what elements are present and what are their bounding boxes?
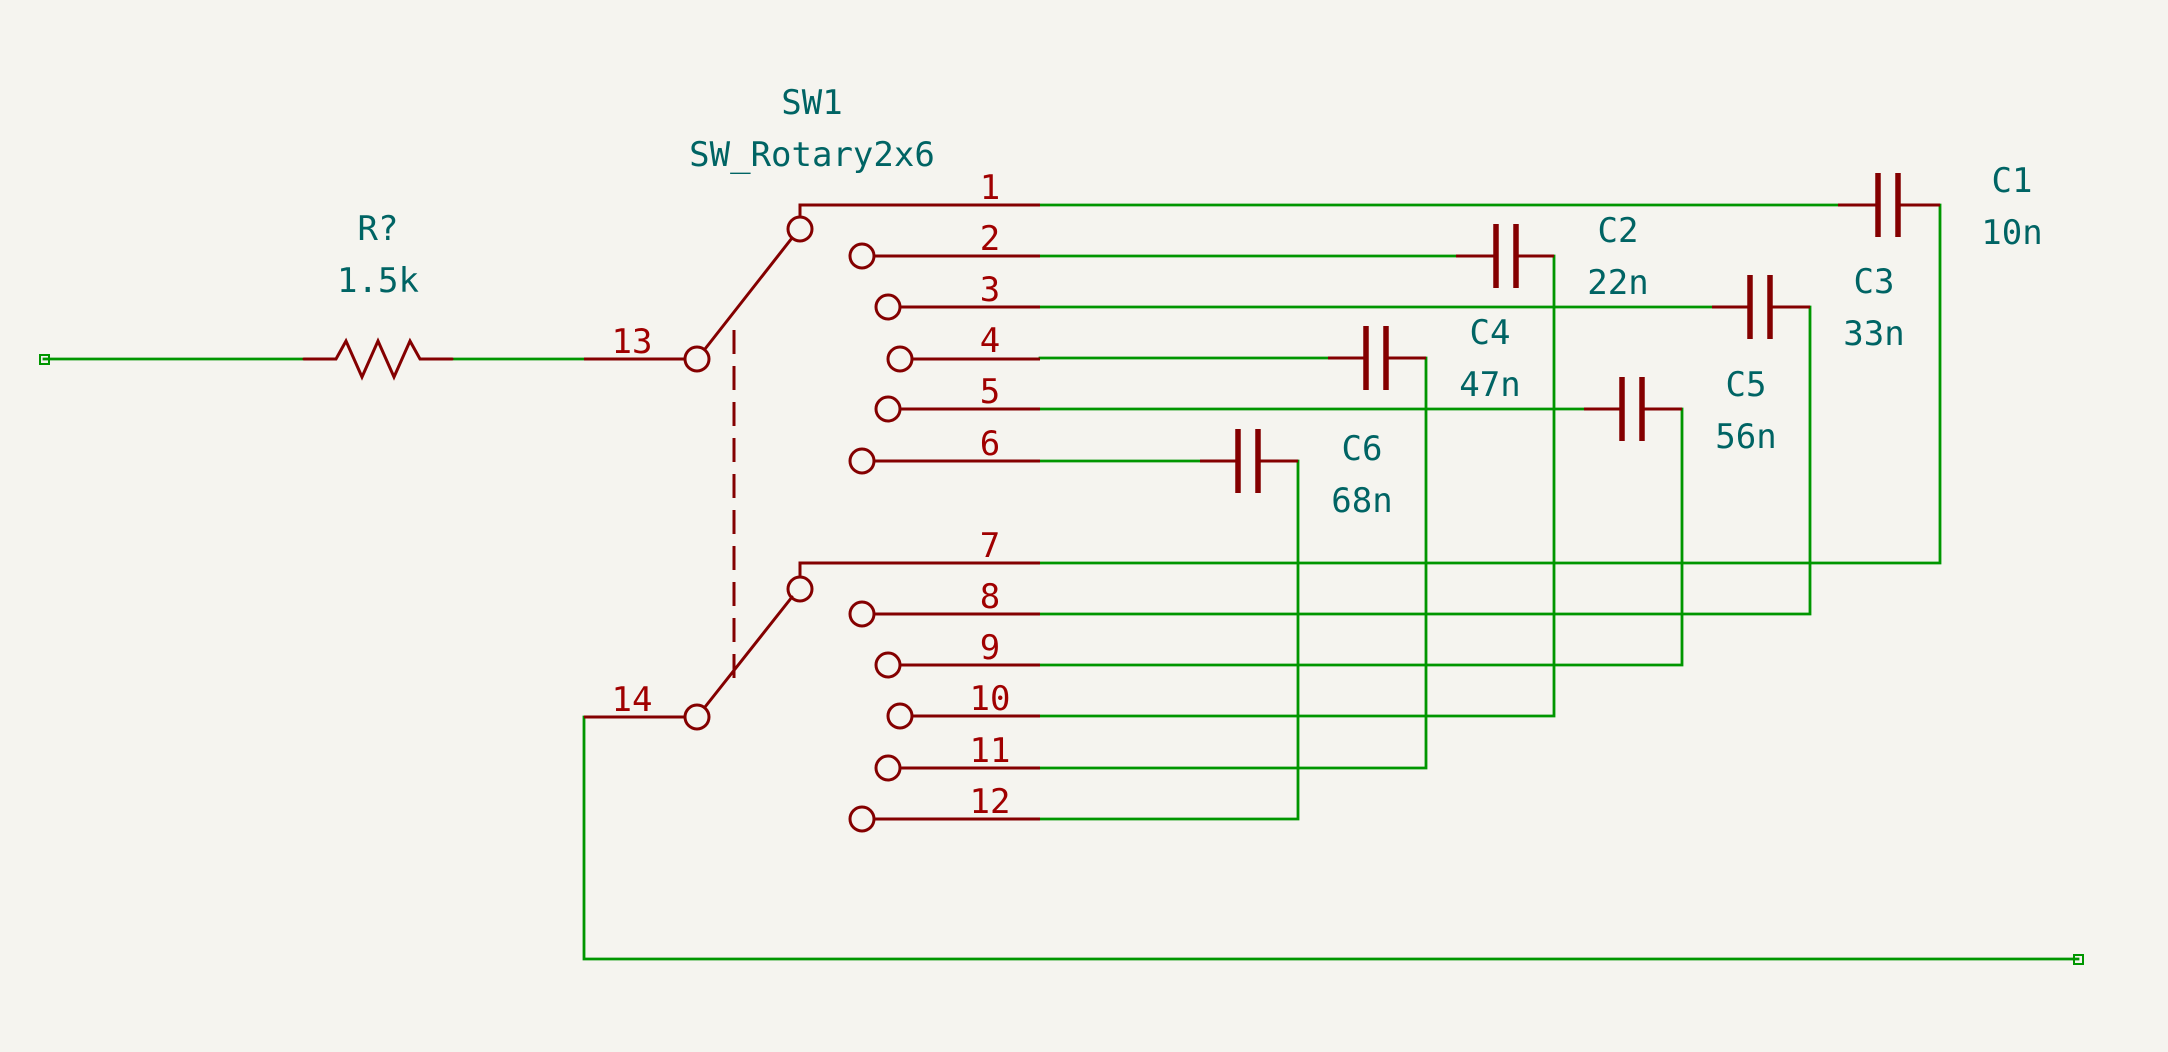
wire-output [582,715,2080,961]
capacitor-c4-symbol [1328,326,1426,390]
capacitor-c2-ref: C2 [1598,211,1639,251]
output-terminal-marker [2073,954,2084,965]
capacitor-c6-symbol [1200,429,1298,493]
capacitor-c3-value: 33n [1843,314,1904,354]
capacitor-c6-ref: C6 [1342,429,1383,469]
pin-number-5: 5 [980,372,1000,412]
wire-c1-pin7 [1038,203,1942,565]
pin-number-2: 2 [980,219,1000,259]
pin-number-9: 9 [980,628,1000,668]
wire-c5-pin9 [1038,407,1684,667]
resistor-ref: R? [358,209,399,249]
switch-value: SW_Rotary2x6 [689,135,935,175]
wire-c2-pin10 [1038,254,1556,718]
capacitor-c3-symbol [1712,275,1810,339]
pin-number-4: 4 [980,321,1000,361]
wire-c6-pin12 [1038,459,1300,821]
pin-number-11: 11 [970,731,1011,771]
capacitor-c5-value: 56n [1715,417,1776,457]
resistor-symbol [302,337,454,381]
pin-number-1: 1 [980,168,1000,208]
input-terminal-marker [39,354,50,365]
pin-number-7: 7 [980,526,1000,566]
pin-number-8: 8 [980,577,1000,617]
switch-ref: SW1 [781,83,842,123]
capacitor-c4-ref: C4 [1470,313,1511,353]
capacitor-c5-symbol [1584,377,1682,441]
capacitor-c1-value: 10n [1981,213,2042,253]
pin-number-6: 6 [980,424,1000,464]
pin-number-12: 12 [970,782,1011,822]
pin-number-13: 13 [612,322,653,362]
resistor-value: 1.5k [337,261,419,301]
capacitor-c5-ref: C5 [1726,365,1767,405]
pin-number-14: 14 [612,680,653,720]
capacitor-c3-ref: C3 [1854,262,1895,302]
wires [42,203,2080,961]
capacitor-c2-symbol [1456,224,1554,288]
capacitor-c4-value: 47n [1459,365,1520,405]
switch-pin-numbers: 1 2 3 4 5 6 7 8 9 10 11 12 13 14 [612,168,1011,822]
wire-c4-pin11 [1038,356,1428,770]
capacitor-c2-value: 22n [1587,263,1648,303]
capacitor-c6-value: 68n [1331,481,1392,521]
rotary-switch-symbol [584,203,1040,833]
pin-number-3: 3 [980,270,1000,310]
pin-number-10: 10 [970,679,1011,719]
capacitor-c1-symbol [1838,173,1940,237]
capacitor-c1-ref: C1 [1992,161,2033,201]
